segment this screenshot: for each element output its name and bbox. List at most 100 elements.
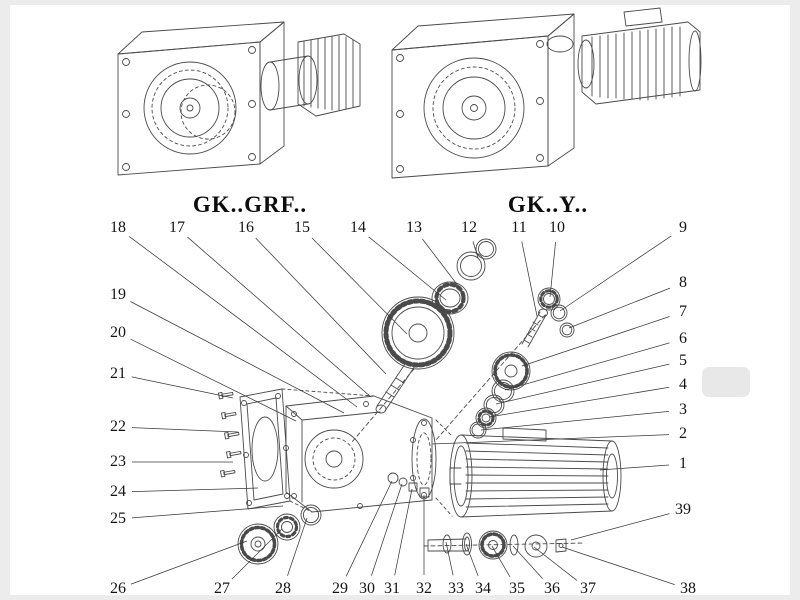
leader-line-12 — [472, 241, 479, 259]
leader-line-21 — [131, 376, 234, 399]
leader-line-11 — [521, 241, 538, 317]
callout-19: 19 — [110, 286, 126, 303]
leader-line-35 — [491, 545, 511, 578]
callout-13: 13 — [406, 219, 422, 236]
callout-33: 33 — [448, 580, 464, 597]
leader-line-3 — [480, 411, 670, 431]
leader-line-7 — [521, 316, 670, 367]
leader-line-15 — [311, 237, 408, 335]
callout-3: 3 — [679, 401, 687, 418]
motor-drawing — [581, 7, 702, 105]
callout-2: 2 — [679, 425, 687, 442]
callout-16: 16 — [238, 219, 254, 236]
fin-block — [297, 33, 361, 117]
callout-21: 21 — [110, 365, 126, 382]
callout-30: 30 — [359, 580, 375, 597]
leader-line-17 — [187, 236, 372, 398]
leader-line-22 — [131, 427, 239, 433]
leader-line-39 — [570, 513, 670, 541]
callout-20: 20 — [110, 324, 126, 341]
callout-29: 29 — [332, 580, 348, 597]
leader-line-1 — [599, 464, 670, 471]
part-output-shaft-assembly — [423, 530, 585, 560]
leader-line-6 — [504, 342, 670, 391]
part-output-gear — [351, 296, 455, 443]
exploded-view — [218, 238, 622, 565]
callout-10: 10 — [549, 219, 565, 236]
part-housing — [285, 395, 437, 513]
leader-line-31 — [394, 488, 413, 576]
part-intermediate-gear-rings — [469, 351, 531, 439]
callout-34: 34 — [475, 580, 491, 597]
callout-14: 14 — [350, 219, 366, 236]
callout-4: 4 — [679, 376, 687, 393]
leader-lines — [128, 235, 675, 585]
leader-line-38 — [561, 546, 675, 585]
callout-37: 37 — [580, 580, 596, 597]
motor-terminal-box — [502, 427, 547, 442]
leader-line-24 — [131, 487, 259, 492]
leader-line-14 — [368, 236, 447, 301]
drawing-gk-y — [391, 7, 702, 179]
leader-line-29 — [345, 480, 393, 577]
callout-18: 18 — [110, 219, 126, 236]
callout-36: 36 — [544, 580, 560, 597]
callout-5: 5 — [679, 352, 687, 369]
leader-line-19 — [130, 301, 345, 414]
variant-label-gk-grf: GK..GRF.. — [192, 192, 308, 217]
drawing-gk-grf — [117, 21, 361, 176]
leader-line-30 — [371, 483, 403, 576]
leader-line-10 — [549, 241, 556, 298]
leader-line-16 — [255, 237, 387, 375]
callout-11: 11 — [511, 219, 527, 236]
leader-line-36 — [512, 545, 543, 579]
leader-line-28 — [287, 517, 308, 576]
part-lower-gear-bearing — [237, 504, 322, 565]
leader-line-34 — [465, 543, 479, 577]
leader-line-20 — [130, 338, 297, 422]
callout-6: 6 — [679, 330, 687, 347]
leader-line-26 — [130, 540, 248, 585]
terminal-box — [623, 7, 663, 27]
part-output-bearing-rings — [431, 238, 497, 315]
part-flange-plate — [239, 388, 375, 513]
callout-27: 27 — [214, 580, 230, 597]
callout-15: 15 — [294, 219, 310, 236]
leader-line-33 — [445, 541, 454, 576]
callout-9: 9 — [679, 219, 687, 236]
leader-line-5 — [495, 363, 670, 405]
leader-line-37 — [533, 546, 578, 581]
callout-38: 38 — [680, 580, 696, 597]
callout-12: 12 — [461, 219, 477, 236]
leader-line-2 — [431, 434, 670, 445]
callout-26: 26 — [110, 580, 126, 597]
callout-8: 8 — [679, 274, 687, 291]
leader-line-8 — [568, 287, 671, 329]
part-fastener-cluster — [387, 472, 430, 498]
callout-32: 32 — [416, 580, 432, 597]
leader-line-9 — [559, 235, 672, 312]
callout-23: 23 — [110, 453, 126, 470]
leader-line-13 — [422, 238, 460, 288]
paper-background — [10, 5, 790, 595]
part-motor — [435, 419, 622, 518]
leader-line-27 — [231, 528, 283, 580]
callout-17: 17 — [169, 219, 185, 236]
leader-line-25 — [131, 505, 284, 519]
callout-24: 24 — [110, 483, 126, 500]
leader-line-4 — [488, 386, 670, 418]
callout-28: 28 — [275, 580, 291, 597]
callout-35: 35 — [509, 580, 525, 597]
variant-label-gk-y: GK..Y.. — [507, 192, 589, 217]
part-input-pinion-shaft — [435, 287, 575, 441]
watermark — [702, 367, 750, 397]
callout-31: 31 — [384, 580, 400, 597]
callout-22: 22 — [110, 418, 126, 435]
callout-7: 7 — [679, 303, 687, 320]
callout-39: 39 — [675, 501, 691, 518]
part-bolts — [218, 391, 242, 478]
callout-1: 1 — [679, 455, 687, 472]
leader-line-18 — [128, 236, 358, 408]
